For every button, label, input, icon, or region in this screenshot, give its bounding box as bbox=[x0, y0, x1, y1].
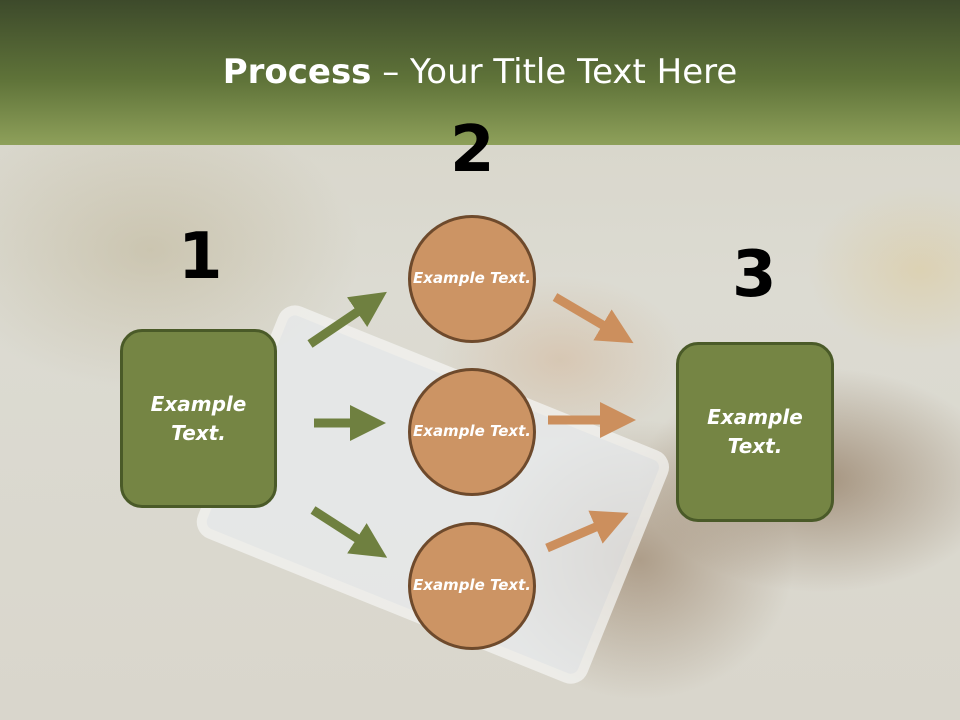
left-process-box: Example Text. bbox=[120, 329, 277, 508]
arrow-to-bottom-circle bbox=[310, 506, 388, 558]
process-circle-bottom: Example Text. bbox=[408, 522, 536, 650]
title-rest: – Your Title Text Here bbox=[371, 52, 738, 92]
circle-top-label: Example Text. bbox=[413, 269, 531, 288]
step-number-2: 2 bbox=[450, 113, 495, 187]
slide-title: Process – Your Title Text Here bbox=[0, 52, 960, 92]
circle-middle-label: Example Text. bbox=[413, 422, 531, 441]
process-circle-top: Example Text. bbox=[408, 215, 536, 343]
right-process-box: Example Text. bbox=[676, 342, 834, 522]
circle-bottom-label: Example Text. bbox=[413, 576, 531, 595]
arrow-to-top-circle bbox=[307, 291, 387, 348]
title-bold: Process bbox=[222, 52, 372, 92]
arrow-from-bottom-circle bbox=[545, 510, 629, 553]
step-number-3: 3 bbox=[732, 238, 777, 312]
arrow-from-top-circle bbox=[552, 293, 634, 344]
left-box-label: Example Text. bbox=[150, 391, 247, 445]
step-number-1: 1 bbox=[178, 220, 223, 294]
process-circle-middle: Example Text. bbox=[408, 368, 536, 496]
title-banner: Process – Your Title Text Here bbox=[0, 0, 960, 145]
right-box-label: Example Text. bbox=[707, 405, 803, 458]
